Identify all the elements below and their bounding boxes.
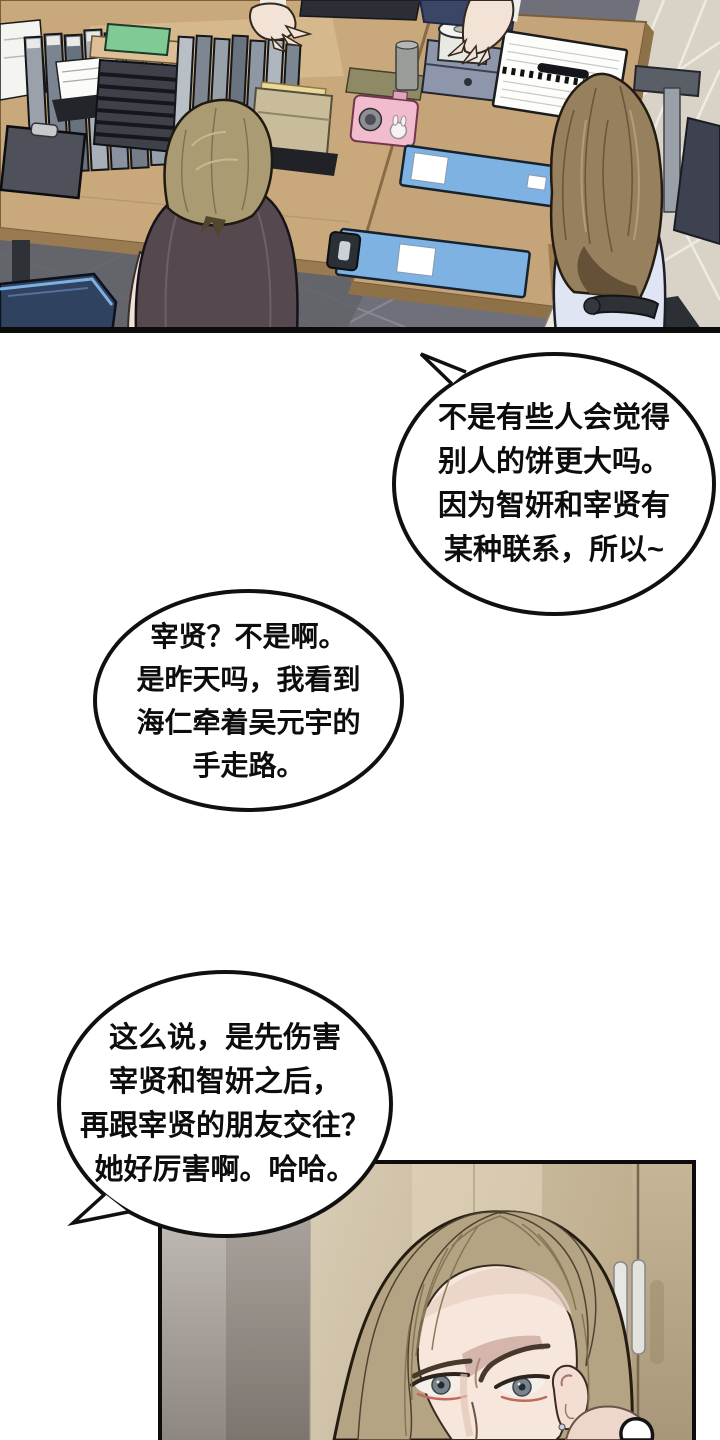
bubble-2-line: 宰贤？不是啊。 — [150, 620, 347, 652]
speech-bubble-1: 不是有些人会觉得 别人的饼更大吗。 因为智妍和宰贤有 某种联系，所以~ — [392, 352, 716, 616]
blue-bin — [0, 272, 118, 333]
bubble-3-line: 宰贤和智妍之后， — [108, 1066, 341, 1098]
hair-brown — [549, 72, 664, 300]
closeup-art — [162, 1164, 692, 1440]
hairline-shadow — [422, 1267, 572, 1320]
door-handle-right — [631, 1259, 646, 1355]
nose-line — [471, 1401, 478, 1440]
frown-crease — [474, 1357, 481, 1389]
green-book — [103, 22, 172, 57]
speech-bubble-2: 宰贤？不是啊。 是昨天吗，我看到 海仁牵着吴元宇的 手走路。 — [93, 589, 404, 812]
pen — [537, 63, 589, 79]
office-scene-art — [0, 0, 720, 333]
chair-back — [672, 116, 720, 246]
mini-bubble-tail — [619, 1417, 655, 1440]
panel-office-scene — [0, 0, 720, 333]
bubble-1-line: 别人的饼更大吗。 — [437, 446, 670, 478]
far-monitor — [299, 0, 421, 21]
beige-organizer — [242, 81, 338, 176]
bubble-3-line: 再跟宰贤的朋友交往？ — [79, 1110, 370, 1142]
eyebrow-right — [478, 1343, 551, 1383]
standing-person — [249, 0, 521, 67]
clipboard-blue-upper — [399, 144, 563, 208]
hair-strands — [404, 1215, 590, 1437]
spiral-coil — [502, 66, 618, 92]
bubble-1-line: 因为智妍和宰贤有 — [437, 490, 670, 522]
woman-closeup — [332, 1210, 655, 1440]
chair-post — [663, 87, 681, 213]
bubble-2-line: 手走路。 — [192, 749, 305, 781]
bubble-3-line: 这么说，是先伤害 — [108, 1022, 341, 1054]
clipboard-blue-lower — [326, 227, 531, 299]
clipboard-dark — [0, 122, 87, 200]
bubble-1-line: 某种联系，所以~ — [444, 534, 664, 566]
pink-camera — [349, 90, 419, 148]
reaching-hand — [447, 37, 491, 67]
bubble-2-text: 宰贤？不是啊。 是昨天吗，我看到 海仁牵着吴元宇的 手走路。 — [136, 615, 360, 787]
eyebrow-left — [411, 1358, 473, 1379]
hair-front-right — [499, 1210, 597, 1367]
bubble-3-text: 这么说，是先伤害 宰贤和智妍之后， 再跟宰贤的朋友交往？ 她好厉害啊。哈哈。 — [80, 1016, 370, 1192]
handle-shadow — [650, 1280, 664, 1364]
speech-bubble-3: 这么说，是先伤害 宰贤和智妍之后， 再跟宰贤的朋友交往？ 她好厉害啊。哈哈。 — [57, 970, 393, 1238]
chair-bracket — [632, 64, 702, 98]
drawer-organizer — [89, 22, 185, 154]
brow-shadow — [462, 1335, 544, 1378]
hair-front-left — [357, 1211, 501, 1440]
bubble-2-line: 海仁牵着吴元宇的 — [136, 706, 361, 738]
panel-border — [0, 327, 720, 333]
person-left — [126, 98, 299, 333]
gray-cylinder — [395, 40, 419, 91]
hair-blonde — [163, 98, 274, 227]
chair-armrest — [586, 294, 660, 320]
bubble-2-line: 是昨天吗，我看到 — [136, 663, 361, 695]
reaching-arm — [461, 0, 515, 55]
bubble-1-line: 不是有些人会觉得 — [437, 402, 670, 434]
bubble-1-text: 不是有些人会觉得 别人的饼更大吗。 因为智妍和宰贤有 某种联系，所以~ — [438, 396, 670, 572]
bubble-3-line: 她好厉害啊。哈哈。 — [94, 1154, 356, 1186]
earring — [558, 1423, 566, 1431]
hair-nape-shadow — [200, 216, 226, 238]
person-right — [541, 64, 720, 333]
